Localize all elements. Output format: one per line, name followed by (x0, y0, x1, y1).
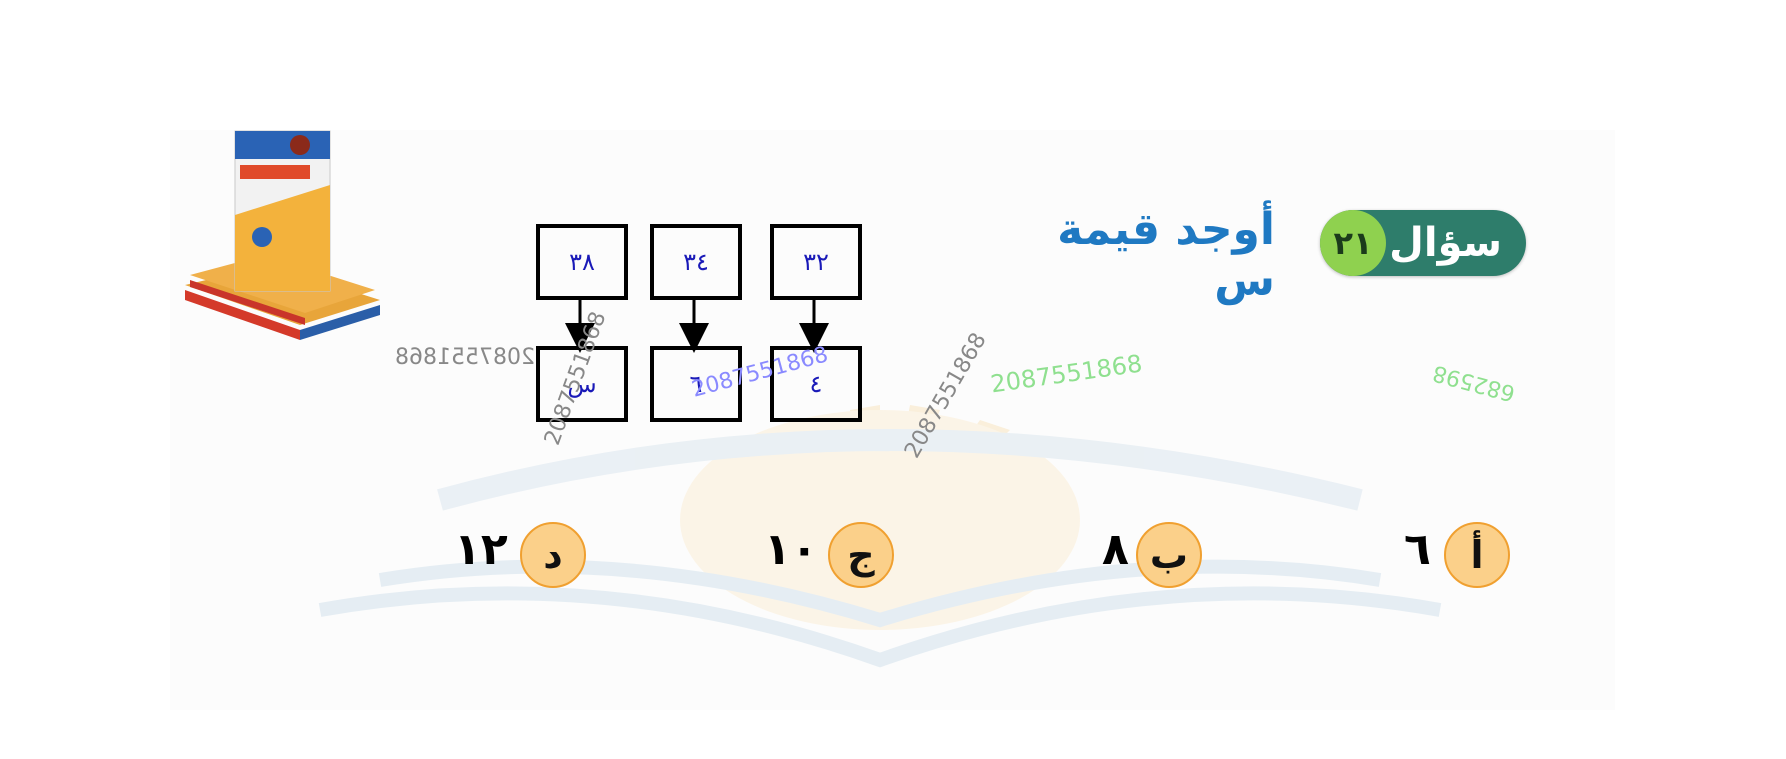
option-c-letter: ج (828, 522, 894, 588)
top-box-1: ٣٨ (536, 224, 628, 300)
top-box-3: ٣٢ (770, 224, 862, 300)
option-b-value: ٨ (1102, 524, 1129, 575)
option-c-value: ١٠ (764, 524, 818, 575)
top-box-2: ٣٤ (650, 224, 742, 300)
question-text: أوجد قيمة س (1057, 204, 1275, 306)
option-d[interactable]: ١٢ د (450, 522, 620, 588)
watermark-1: 2087551868 (395, 345, 535, 370)
option-c[interactable]: ١٠ ج (760, 522, 930, 588)
option-a-letter: أ (1444, 522, 1510, 588)
option-d-letter: د (520, 522, 586, 588)
option-b-letter: ب (1136, 522, 1202, 588)
option-a[interactable]: ٦ أ (1372, 522, 1512, 588)
option-a-value: ٦ (1404, 524, 1431, 575)
option-b[interactable]: ٨ ب (1090, 522, 1230, 588)
book-cover-image (185, 130, 380, 340)
question-badge: سؤال ٢١ (1320, 210, 1526, 276)
option-d-value: ١٢ (454, 524, 508, 575)
question-label: سؤال (1389, 220, 1502, 266)
question-number: ٢١ (1320, 210, 1386, 276)
